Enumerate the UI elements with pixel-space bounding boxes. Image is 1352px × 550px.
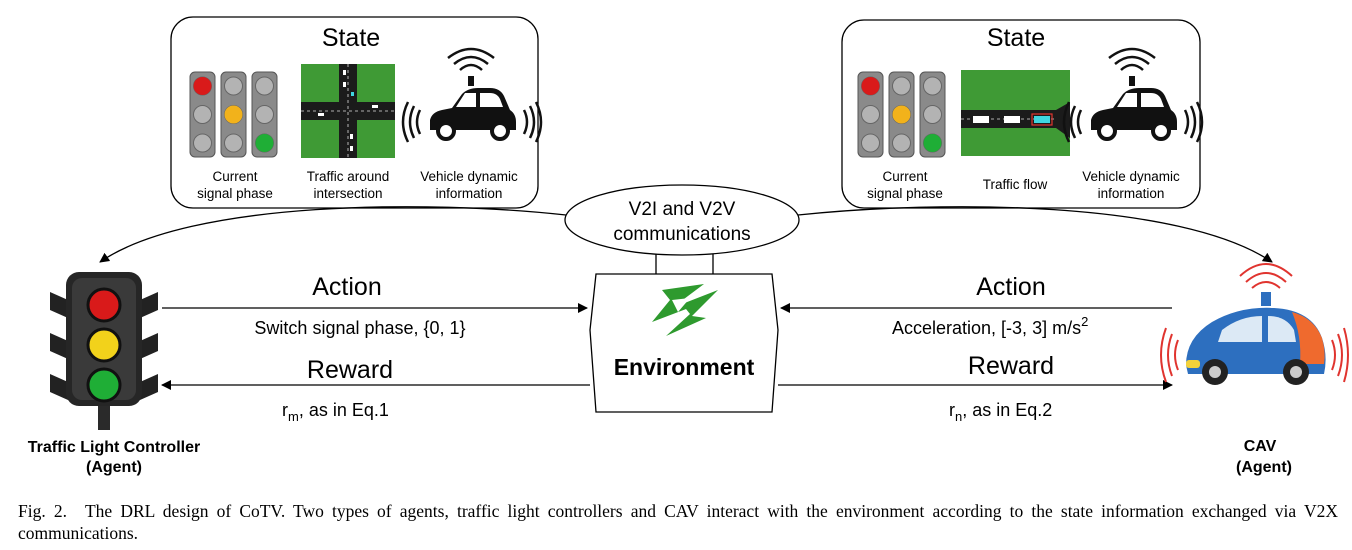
red-lamp-icon xyxy=(861,77,880,95)
green-lamp-icon xyxy=(923,134,942,152)
left-state-label-1a: Current xyxy=(212,169,257,184)
right-reward-text: rn, as in Eq.2 xyxy=(949,400,1052,424)
right-traffic-lights-icon xyxy=(857,71,946,158)
agent-red-lamp-icon xyxy=(86,287,122,323)
traffic-flow-map-icon xyxy=(961,70,1070,156)
right-agent-label-2: (Agent) xyxy=(1236,459,1292,476)
right-state-label-3a: Vehicle dynamic xyxy=(1082,169,1180,184)
left-state-label-2b: intersection xyxy=(313,186,382,201)
left-action-title: Action xyxy=(312,273,381,301)
right-state-label-3b: information xyxy=(1098,186,1165,201)
left-state-title: State xyxy=(322,24,380,52)
right-state-label-2a: Traffic flow xyxy=(983,177,1048,192)
left-state-label-3a: Vehicle dynamic xyxy=(420,169,518,184)
agent-yellow-lamp-icon xyxy=(86,327,122,363)
cav-agent-icon xyxy=(1160,263,1349,385)
red-lamp-icon xyxy=(193,77,212,95)
figure-caption: Fig. 2.The DRL design of CoTV. Two types… xyxy=(18,500,1338,544)
comm-label-line2: communications xyxy=(613,224,750,245)
caption-label: Fig. 2. xyxy=(18,501,67,521)
environment-label: Environment xyxy=(614,354,755,380)
left-reward-text: rm, as in Eq.1 xyxy=(282,400,389,424)
right-action-reward: Action Acceleration, [-3, 3] m/s2 Reward… xyxy=(778,273,1173,424)
right-action-text: Acceleration, [-3, 3] m/s2 xyxy=(892,314,1088,338)
environment-road-icon xyxy=(652,284,718,336)
left-state-label-2a: Traffic around xyxy=(307,169,390,184)
intersection-map-icon xyxy=(301,64,395,158)
comm-label-line1: V2I and V2V xyxy=(629,199,736,220)
right-state-box: State Current signal phase Traffic flow … xyxy=(841,19,1204,209)
right-state-label-1b: signal phase xyxy=(867,186,943,201)
state-arrow-left xyxy=(99,206,567,263)
agent-green-lamp-icon xyxy=(86,367,122,403)
right-state-label-1a: Current xyxy=(882,169,927,184)
left-agent-label-2: (Agent) xyxy=(86,459,142,476)
right-agent-label-1: CAV xyxy=(1244,438,1277,455)
left-traffic-lights-icon xyxy=(189,71,278,158)
left-reward-title: Reward xyxy=(307,356,393,384)
right-reward-title: Reward xyxy=(968,352,1054,380)
yellow-lamp-icon xyxy=(224,105,243,124)
right-action-title: Action xyxy=(976,273,1045,301)
left-agent-label-1: Traffic Light Controller xyxy=(28,439,200,456)
yellow-lamp-icon xyxy=(892,105,911,124)
right-state-title: State xyxy=(987,24,1045,52)
traffic-light-agent-icon xyxy=(50,272,158,430)
caption-text: The DRL design of CoTV. Two types of age… xyxy=(18,501,1338,543)
left-state-label-1b: signal phase xyxy=(197,186,273,201)
green-lamp-icon xyxy=(255,134,274,152)
left-action-reward: Action Switch signal phase, {0, 1} Rewar… xyxy=(161,273,590,424)
environment-box: Environment xyxy=(589,273,779,413)
v2x-communications: V2I and V2V communications xyxy=(564,184,800,274)
left-state-box: State Current signal phase Traffi xyxy=(170,16,543,209)
left-state-label-3b: information xyxy=(436,186,503,201)
state-arrow-right xyxy=(797,206,1273,263)
left-action-text: Switch signal phase, {0, 1} xyxy=(254,318,465,338)
